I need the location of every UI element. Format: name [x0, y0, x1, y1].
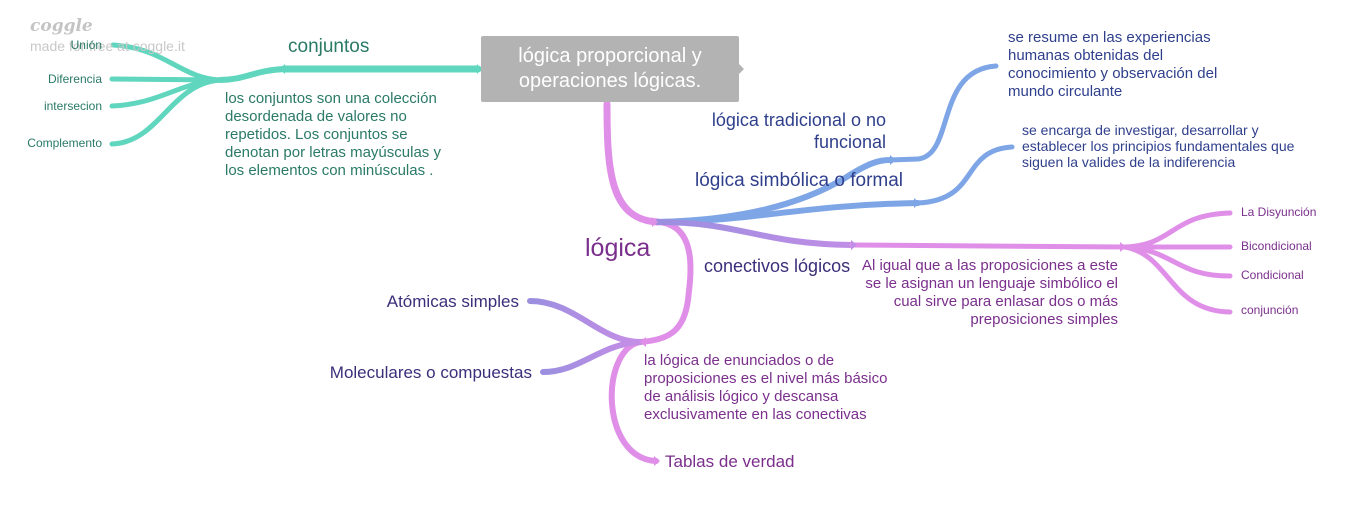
node-conectivos-logicos[interactable]: conectivos lógicos	[704, 256, 851, 276]
connector-moleculares	[540, 339, 643, 375]
node-disyuncion[interactable]: La Disyunción	[1241, 205, 1317, 219]
root-node[interactable]: lógica proporcional y operaciones lógica…	[481, 36, 739, 102]
node-enunciados-description[interactable]: la lógica de enunciados o de proposicion…	[644, 352, 888, 423]
node-conjuntos-description[interactable]: los conjuntos son una colección desorden…	[225, 90, 441, 179]
node-diferencia[interactable]: Diferencia	[47, 72, 102, 86]
node-conectivos-description[interactable]: Al igual que a las proposiciones a este …	[862, 257, 1118, 328]
node-simbolica-description[interactable]: se encarga de investigar, desarrollar y …	[1022, 122, 1295, 170]
node-moleculares[interactable]: Moleculares o compuestas	[329, 363, 532, 382]
arrow-conectivos-line	[1120, 242, 1126, 252]
connector-conjuntos-hub	[217, 66, 288, 83]
node-bicondicional[interactable]: Bicondicional	[1241, 239, 1312, 253]
arrow-enunciados-hub	[640, 337, 646, 347]
coggle-tagline: made for free at coggle.it	[30, 38, 185, 54]
connector-conectivos	[655, 219, 855, 248]
arrow-tablas	[654, 456, 660, 466]
connector-tradicional-desc	[915, 63, 999, 162]
connector-conjuncion	[1122, 244, 1233, 315]
node-tablas-de-verdad[interactable]: Tablas de verdad	[665, 452, 795, 471]
hub-arrow-conjuntos	[279, 64, 285, 74]
connector-simbolica-desc	[915, 144, 1015, 206]
arrow-tradicional	[890, 155, 896, 165]
connector-atomicas	[527, 298, 643, 345]
node-conjuntos[interactable]: conjuntos	[288, 36, 370, 57]
node-union[interactable]: Unión	[70, 38, 102, 52]
arrow-logica-hub	[652, 217, 658, 227]
node-intersecion[interactable]: intersecion	[43, 99, 102, 113]
connector-complemento	[109, 77, 223, 147]
coggle-logo: coggle	[30, 16, 93, 36]
node-tradicional-description[interactable]: se resume en las experiencias humanas ob…	[1008, 29, 1218, 100]
connector-tablas	[608, 339, 659, 464]
node-logica[interactable]: lógica	[585, 234, 651, 262]
arrow-conectivos	[851, 240, 857, 250]
node-logica-tradicional[interactable]: lógica tradicional o no funcional	[711, 110, 886, 152]
connector-condicional	[1122, 244, 1233, 279]
node-complemento[interactable]: Complemento	[27, 136, 102, 150]
node-condicional[interactable]: Condicional	[1241, 268, 1304, 282]
node-logica-simbolica[interactable]: lógica simbólica o formal	[695, 170, 904, 191]
root-right-arrow-icon	[739, 64, 744, 74]
connector-logica-down	[637, 219, 694, 345]
coggle-branding: coggle made for free at coggle.it	[30, 16, 185, 54]
connector-disyuncion	[1122, 210, 1233, 250]
node-conjuncion[interactable]: conjunción	[1241, 303, 1299, 317]
node-atomicas-simples[interactable]: Atómicas simples	[386, 292, 519, 311]
root-node-title: lógica proporcional y operaciones lógica…	[518, 45, 702, 92]
connector-conectivos-line	[849, 242, 1128, 250]
arrow-simbolica	[914, 198, 920, 208]
root-arrow-left	[473, 64, 478, 74]
connector-root-logica	[603, 100, 662, 226]
